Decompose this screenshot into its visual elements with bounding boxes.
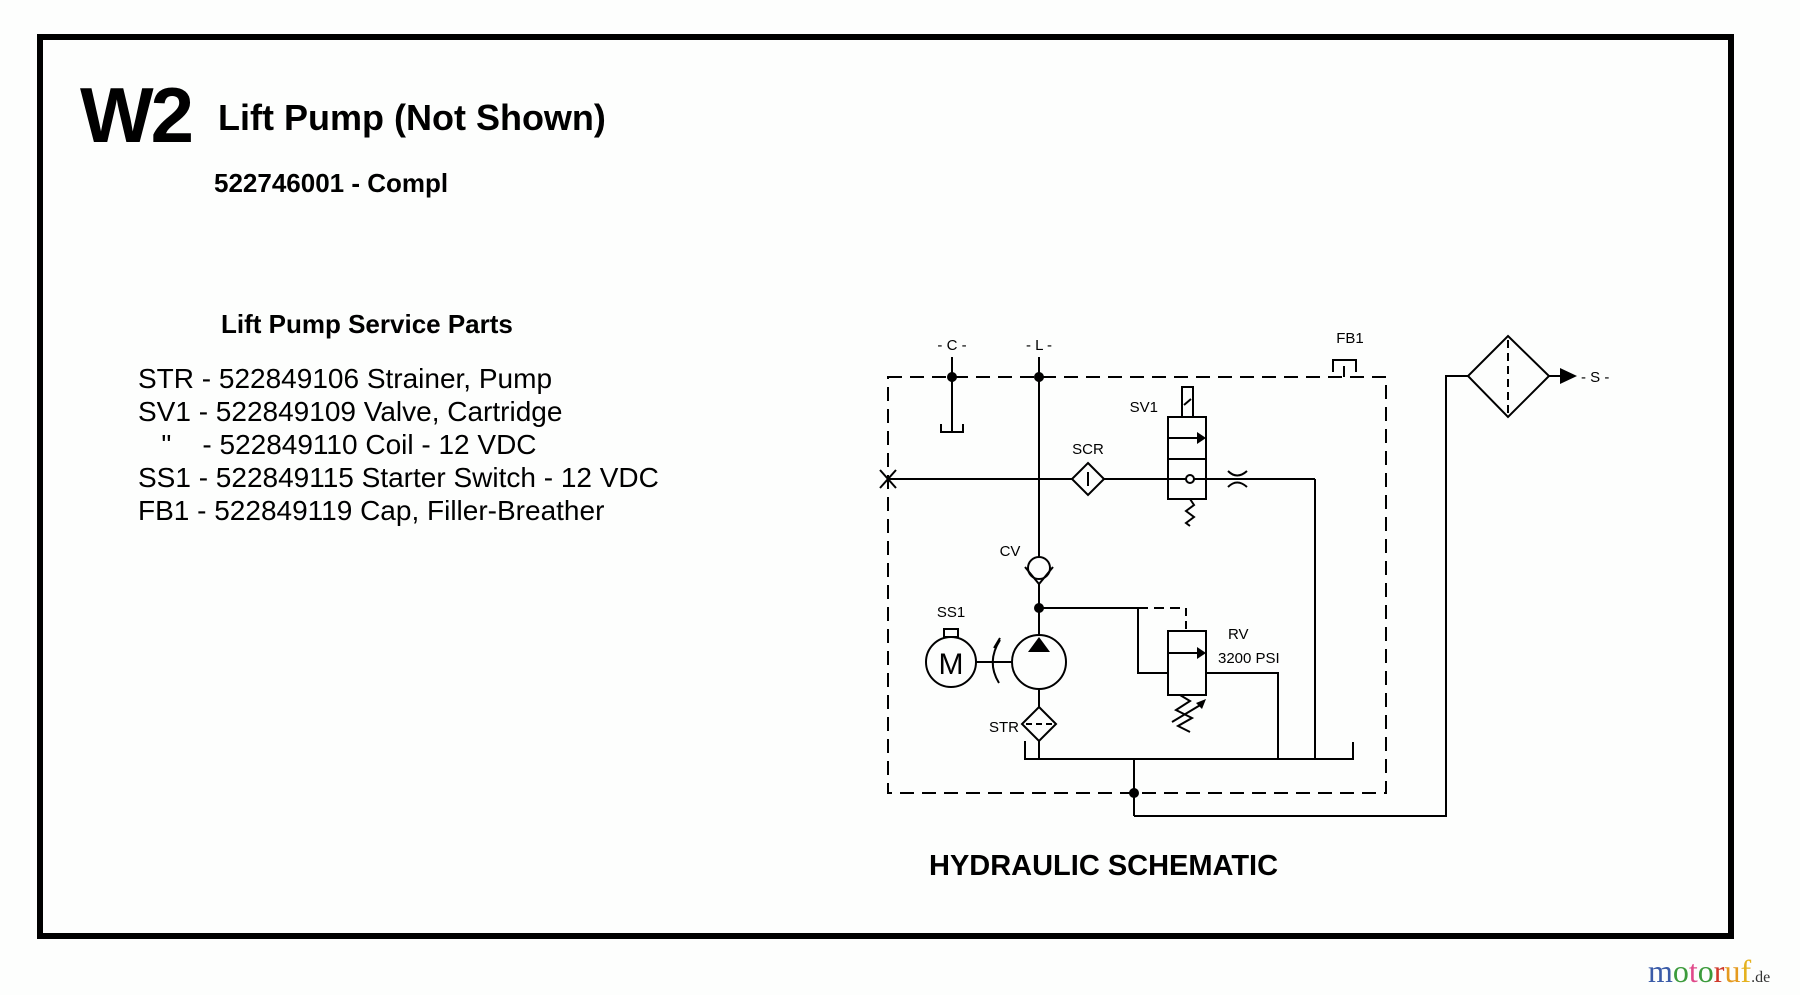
logo-letter: r <box>1713 953 1725 989</box>
ss1-label: SS1 <box>937 604 965 621</box>
port-c-icon <box>940 357 964 433</box>
junction-node-bottom <box>1129 788 1139 798</box>
service-parts-heading: Lift Pump Service Parts <box>221 309 513 339</box>
str-label: STR <box>989 719 1019 736</box>
part-item-ss1: SS1 - 522849115 Starter Switch - 12 VDC <box>138 462 659 493</box>
screen-filter-icon <box>1070 461 1106 497</box>
rv-pressure-label: 3200 PSI <box>1218 650 1280 667</box>
logo-letter: f <box>1740 953 1752 989</box>
scr-label: SCR <box>1072 441 1104 458</box>
logo-letter: u <box>1724 953 1741 989</box>
pump-enclosure-boundary <box>887 376 1387 794</box>
section-code: W2 <box>80 71 194 159</box>
part-item-str: STR - 522849106 Strainer, Pump <box>138 363 553 394</box>
logo-letter: o <box>1697 953 1714 989</box>
suction-filter-icon <box>1466 334 1551 419</box>
pump-icon <box>1011 634 1067 690</box>
orifice-icon <box>1227 470 1248 488</box>
drawing-frame <box>37 34 1734 939</box>
strainer-icon <box>1020 705 1058 743</box>
sv1-label: SV1 <box>1130 399 1158 416</box>
port-l-label: - L - <box>1026 337 1052 354</box>
relief-valve-icon <box>1167 630 1207 733</box>
logo-letter: m <box>1648 953 1673 989</box>
rotation-arrow-icon <box>991 637 1001 684</box>
part-item-fb1: FB1 - 522849119 Cap, Filler-Breather <box>138 495 605 526</box>
motor-icon: M <box>925 628 977 688</box>
check-valve-icon <box>1024 556 1054 586</box>
filler-breather-icon <box>1332 359 1357 377</box>
logo-letter: o <box>1672 953 1689 989</box>
schematic-title: HYDRAULIC SCHEMATIC <box>929 850 1279 882</box>
solenoid-valve-icon <box>1167 386 1207 527</box>
part-item-coil: " - 522849110 Coil - 12 VDC <box>138 429 537 460</box>
fb1-label: FB1 <box>1336 330 1364 347</box>
suction-line <box>1134 375 1468 817</box>
cv-label: CV <box>1000 543 1021 560</box>
reservoir-tank <box>1024 741 1354 760</box>
part-item-sv1: SV1 - 522849109 Valve, Cartridge <box>138 396 563 427</box>
page-title: Lift Pump (Not Shown) <box>218 97 606 138</box>
service-parts-list: STR - 522849106 Strainer, Pump SV1 - 522… <box>138 362 659 527</box>
port-s-label: - S - <box>1581 369 1609 386</box>
assembly-part-number: 522746001 - Compl <box>214 168 449 198</box>
watermark-logo: motoruf.de <box>1648 955 1770 987</box>
flow-arrow-icon <box>1560 368 1577 384</box>
motor-label: M <box>939 648 964 681</box>
rv-label: RV <box>1228 626 1249 643</box>
plug-icon <box>879 469 897 489</box>
port-l-icon <box>1034 357 1044 557</box>
logo-domain: .de <box>1751 969 1771 986</box>
logo-letter: t <box>1688 953 1698 989</box>
port-c-label: - C - <box>937 337 966 354</box>
